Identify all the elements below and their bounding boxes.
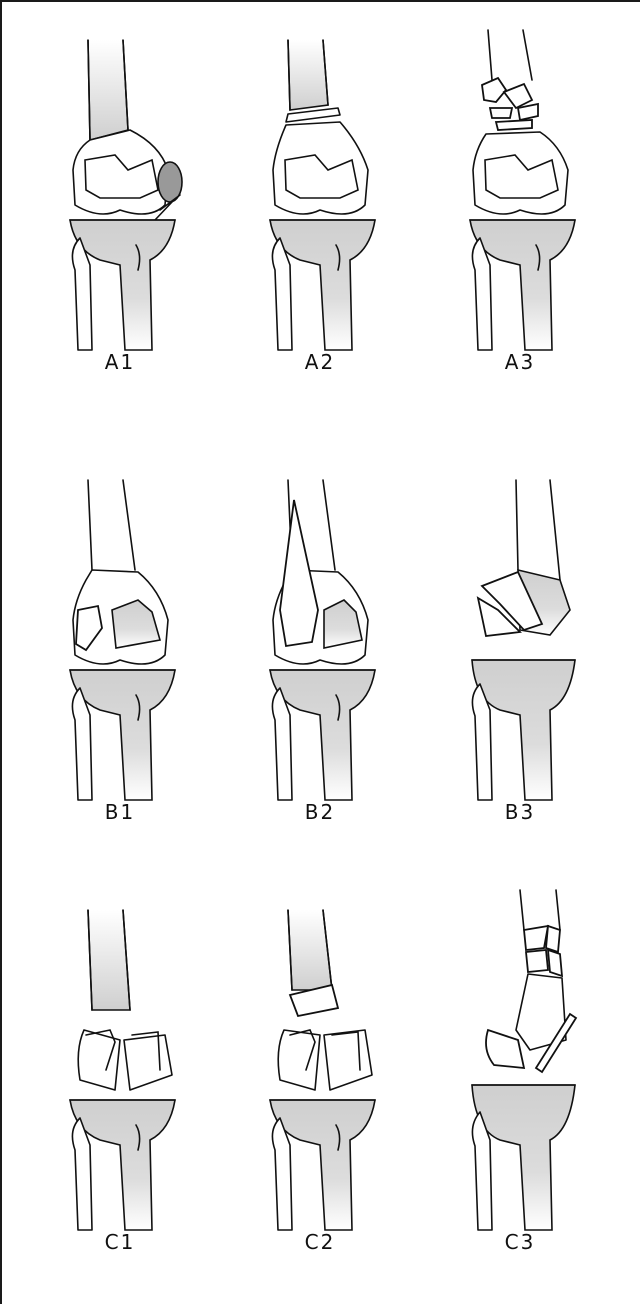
label-b1: B1 — [20, 800, 220, 824]
panel-c1: C1 — [20, 890, 220, 1270]
label-c1: C1 — [20, 1230, 220, 1254]
knee-diagram-a3 — [420, 10, 620, 350]
label-a3: A3 — [420, 350, 620, 374]
knee-diagram-a1 — [20, 10, 220, 350]
label-c3: C3 — [420, 1230, 620, 1254]
panel-c3: C3 — [420, 890, 620, 1270]
panel-b1: B1 — [20, 460, 220, 840]
panel-b3: B3 — [420, 460, 620, 840]
label-b3: B3 — [420, 800, 620, 824]
label-a2: A2 — [220, 350, 420, 374]
knee-diagram-b1 — [20, 460, 220, 800]
panel-a3: A3 — [420, 10, 620, 390]
knee-diagram-b2 — [220, 460, 420, 800]
panel-a2: A2 — [220, 10, 420, 390]
knee-diagram-c3 — [420, 890, 620, 1230]
label-a1: A1 — [20, 350, 220, 374]
panel-a1: A1 — [20, 10, 220, 390]
panel-c2: C2 — [220, 890, 420, 1270]
label-b2: B2 — [220, 800, 420, 824]
knee-diagram-c2 — [220, 890, 420, 1230]
knee-diagram-c1 — [20, 890, 220, 1230]
label-c2: C2 — [220, 1230, 420, 1254]
knee-diagram-a2 — [220, 10, 420, 350]
knee-diagram-b3 — [420, 460, 620, 800]
panel-b2: B2 — [220, 460, 420, 840]
